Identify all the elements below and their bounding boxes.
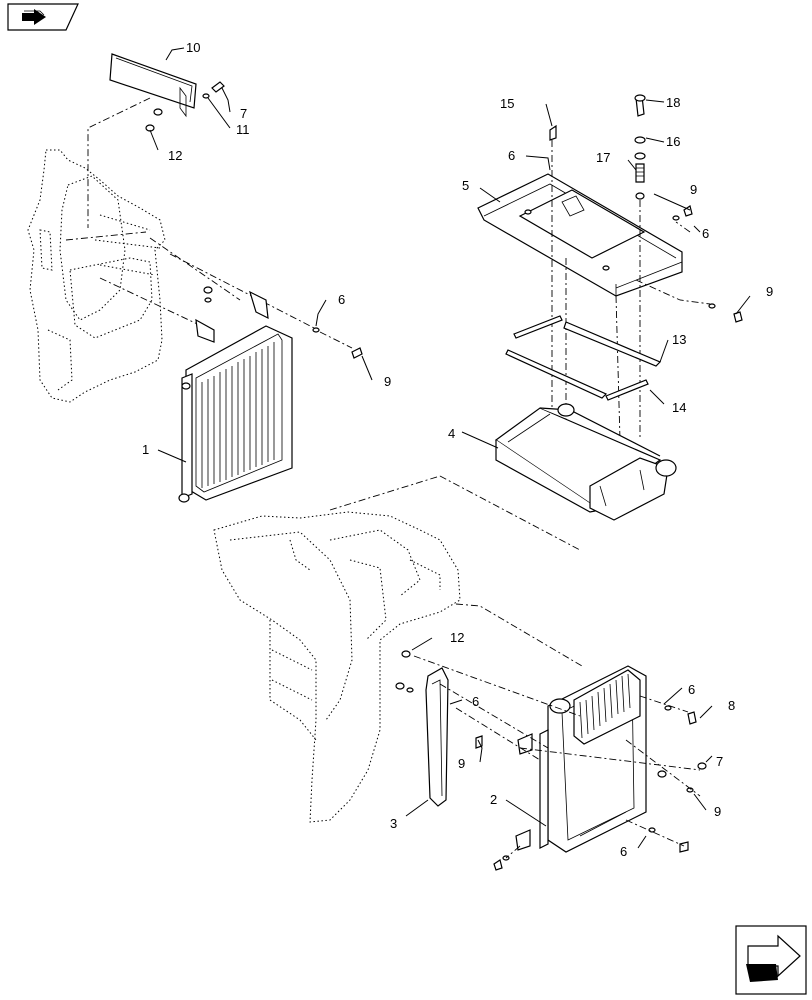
callout-2: 2 [490,792,497,807]
callout-9-panel-lower: 9 [766,284,773,299]
callout-12-lower: 12 [450,630,464,645]
callout-6-panel-right: 6 [702,226,709,241]
callout-14: 14 [672,400,686,415]
cooler-fins [201,342,275,488]
part-4-charge-air-cooler [494,403,677,521]
callout-16: 16 [666,134,680,149]
callout-11: 11 [236,122,250,137]
callout-1: 1 [142,442,149,457]
callout-6-bottom: 6 [620,844,627,859]
callout-leaders [149,47,751,849]
book-arrow-icon[interactable] [7,3,79,31]
parts-13-14-seals [505,315,662,401]
callout-9-panel: 9 [690,182,697,197]
callout-6-radiator: 6 [688,682,695,697]
callout-labels: 10 7 11 12 1 6 9 15 6 5 17 18 16 9 6 9 1… [142,40,773,859]
callout-10: 10 [186,40,200,55]
callout-6-bracket: 6 [472,694,479,709]
callout-5: 5 [462,178,469,193]
part-7-11-12-hardware [145,81,225,132]
radiator-tank-fins [579,673,631,739]
callout-3: 3 [390,816,397,831]
callout-18: 18 [666,95,680,110]
upper-frame-outline [27,149,166,403]
part-10-plate [109,53,197,118]
callout-7-lower: 8 [728,698,735,713]
callout-15: 15 [500,96,514,111]
callout-6-panel: 6 [508,148,515,163]
callout-7-upper: 7 [240,106,247,121]
callout-4: 4 [448,426,455,441]
callout-9-cooler: 9 [384,374,391,389]
part-2-radiator [515,665,647,853]
lower-frame-outline [213,511,461,823]
callout-12-upper: 12 [168,148,182,163]
next-page-arrow-icon[interactable] [735,925,807,995]
callout-9-radiator: 9 [714,804,721,819]
top-hardware [549,94,646,200]
callout-13: 13 [672,332,686,347]
callout-9-bracket: 9 [458,756,465,771]
callout-8: 7 [716,754,723,769]
callout-6-cooler: 6 [338,292,345,307]
part-3-bracket [425,667,449,807]
callout-17: 17 [596,150,610,165]
part-5-panel [477,173,683,297]
part-1-cooler [178,286,293,503]
